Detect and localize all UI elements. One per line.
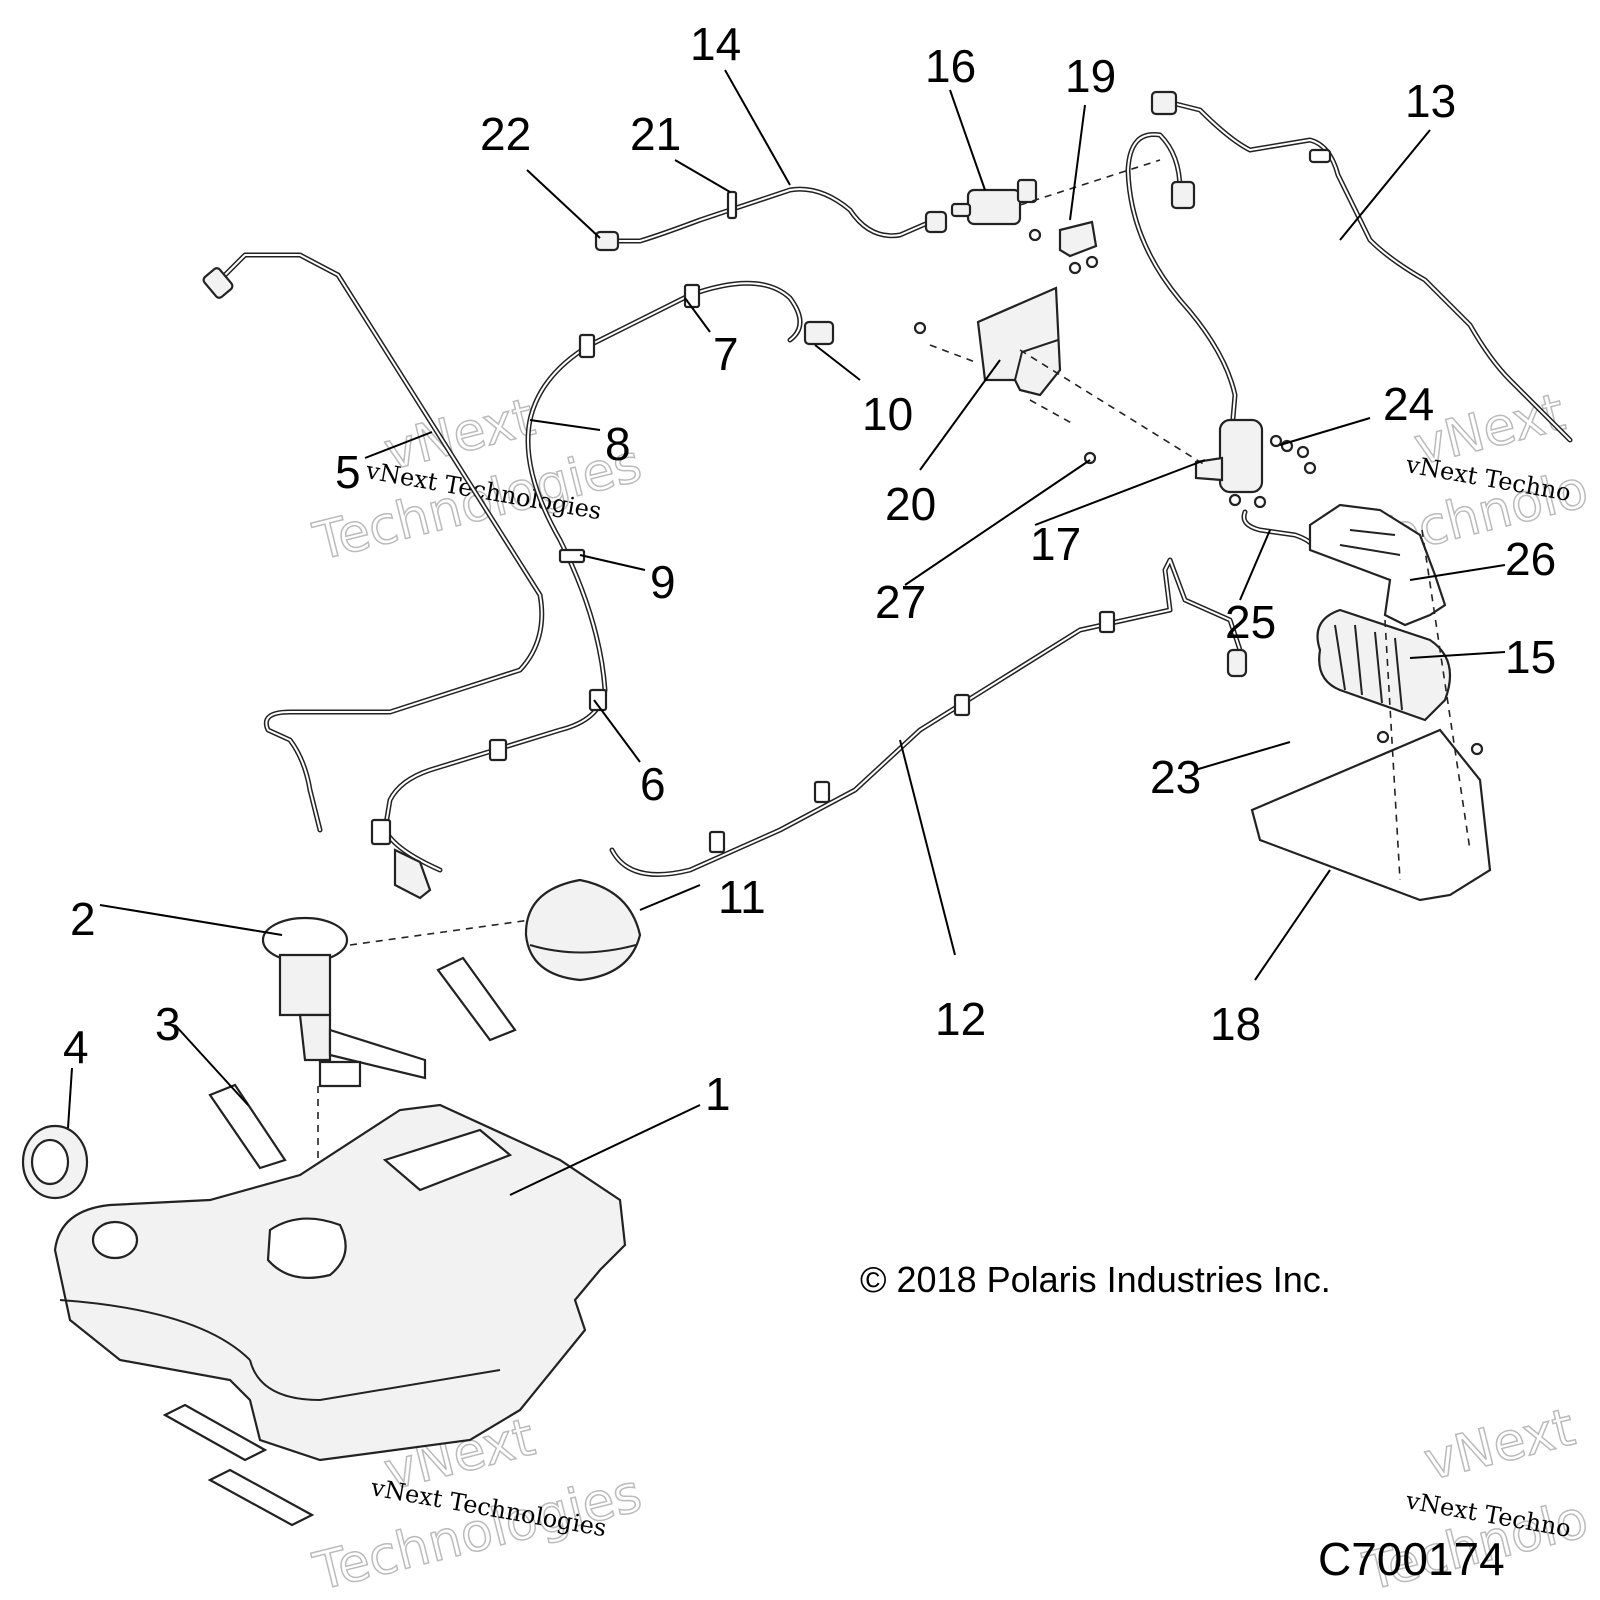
copyright-text: © 2018 Polaris Industries Inc.	[860, 1259, 1331, 1300]
callout-8: 8	[605, 418, 631, 470]
part-14-purge-line	[594, 186, 948, 252]
part-20-mounting-plate	[913, 286, 1097, 465]
leader-lines	[67, 69, 1506, 1196]
callout-1: 1	[705, 1068, 731, 1120]
callout-6: 6	[640, 758, 666, 810]
callout-4: 4	[63, 1021, 89, 1073]
callout-labels: 1 2 3 4 5 6 7 8 9 10 11 12 13 14 15 16 1…	[63, 18, 1556, 1120]
callout-12: 12	[935, 993, 986, 1045]
diagram-code: C700174	[1318, 1533, 1505, 1585]
callout-13: 13	[1405, 75, 1456, 127]
callout-14: 14	[690, 18, 741, 70]
callout-2: 2	[70, 893, 96, 945]
part-11-cover	[524, 878, 642, 982]
callout-16: 16	[925, 40, 976, 92]
callout-18: 18	[1210, 998, 1261, 1050]
part-15-evap-canister	[1316, 608, 1452, 722]
part-25-26-shield	[1241, 503, 1447, 627]
callout-9: 9	[650, 556, 676, 608]
part-6-9-vent-hose-loop	[370, 280, 835, 873]
callout-11: 11	[718, 871, 766, 923]
part-18-skid-plate	[1250, 529, 1492, 902]
part-12-fuel-supply-line	[609, 557, 1248, 877]
callout-25: 25	[1225, 596, 1276, 648]
callout-20: 20	[885, 478, 936, 530]
part-5-vent-line	[202, 252, 545, 833]
callout-17: 17	[1030, 518, 1081, 570]
callout-7: 7	[713, 328, 739, 380]
callout-3: 3	[155, 998, 181, 1050]
part-16-purge-valve	[950, 178, 1038, 226]
callout-19: 19	[1065, 50, 1116, 102]
callout-10: 10	[862, 388, 913, 440]
part-1-fuel-tank	[53, 1103, 627, 1462]
callout-26: 26	[1505, 533, 1556, 585]
callout-21: 21	[630, 108, 681, 160]
callout-22: 22	[480, 108, 531, 160]
part-4-fuel-cap	[21, 1124, 89, 1200]
part-13-fuel-line	[1150, 90, 1573, 443]
callout-15: 15	[1505, 631, 1556, 683]
part-3-pads	[162, 956, 517, 1527]
fasteners	[929, 159, 1317, 507]
callout-27: 27	[875, 576, 926, 628]
watermark-outline-top: vNext	[1419, 1398, 1581, 1493]
callout-24: 24	[1383, 378, 1434, 430]
callout-23: 23	[1150, 751, 1201, 803]
part-19-bracket	[1028, 220, 1099, 275]
part-2-fuel-pump	[261, 848, 531, 1260]
part-17-vapor-filter	[1125, 131, 1310, 509]
callout-5: 5	[335, 446, 361, 498]
